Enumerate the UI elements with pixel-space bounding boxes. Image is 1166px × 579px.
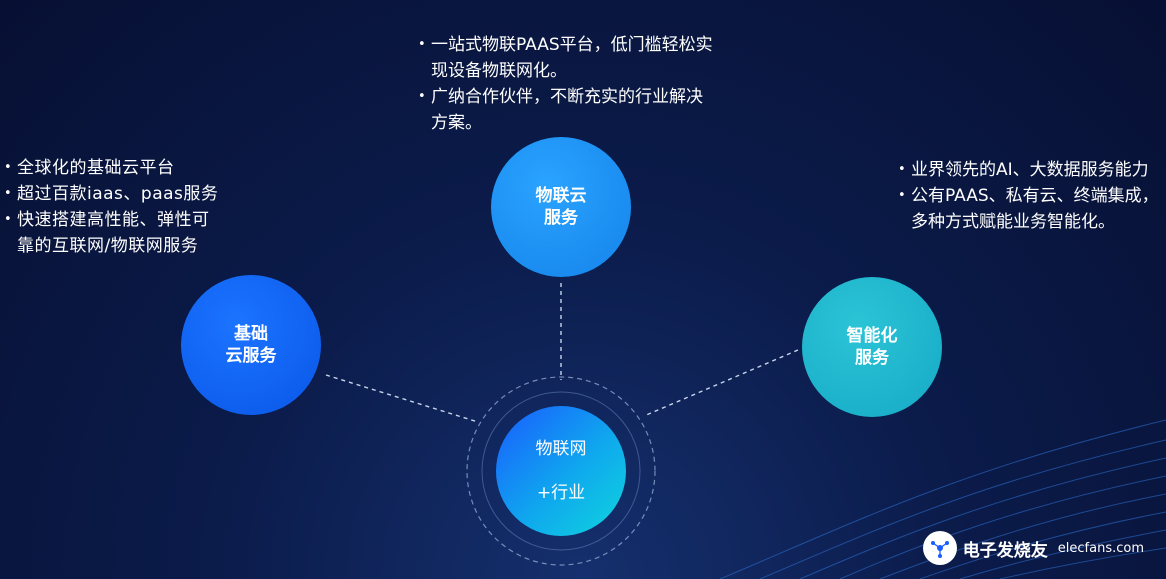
watermark-domain: elecfans.com [1057, 540, 1144, 556]
bullet-item: 一站式物联PAAS平台，低门槛轻松实现设备物联网化。 [418, 32, 718, 84]
bullet-item: 业界领先的AI、大数据服务能力 [898, 157, 1163, 183]
wave-mesh-decoration [719, 419, 1166, 579]
watermark-brand: 电子发烧友 [962, 540, 1048, 561]
bullet-item: 超过百款iaas、paas服务 [4, 181, 226, 207]
bullet-item: 广纳合作伙伴，不断充实的行业解决方案。 [418, 84, 718, 136]
bullet-item: 公有PAAS、私有云、终端集成，多种方式赋能业务智能化。 [898, 183, 1163, 235]
bullet-item: 全球化的基础云平台 [4, 155, 226, 181]
center-node-line1: 物联网 [535, 439, 587, 459]
basic-cloud-service-node: 基础 云服务 [181, 275, 321, 415]
outer-orbit-ring [466, 376, 656, 566]
connector-left [325, 374, 479, 423]
inner-orbit-ring [481, 391, 641, 551]
center-node-line2: +行业 [536, 483, 586, 503]
bullet-item: 快速搭建高性能、弹性可靠的互联网/物联网服务 [4, 207, 226, 259]
elecfans-logo-icon [922, 531, 957, 565]
smart-service-feature-list: 业界领先的AI、大数据服务能力 公有PAAS、私有云、终端集成，多种方式赋能业务… [898, 157, 1163, 235]
iot-cloud-service-node: 物联云 服务 [491, 137, 631, 277]
basic-cloud-feature-list: 全球化的基础云平台 超过百款iaas、paas服务 快速搭建高性能、弹性可靠的互… [4, 155, 226, 259]
smart-service-node: 智能化 服务 [802, 277, 942, 417]
iot-cloud-feature-list: 一站式物联PAAS平台，低门槛轻松实现设备物联网化。 广纳合作伙伴，不断充实的行… [418, 32, 718, 136]
connector-lines [325, 283, 799, 423]
connector-right [643, 349, 799, 417]
iot-industry-center-node: 物联网 +行业 [496, 406, 626, 536]
watermark: 电子发烧友 elecfans.com [922, 531, 1144, 565]
